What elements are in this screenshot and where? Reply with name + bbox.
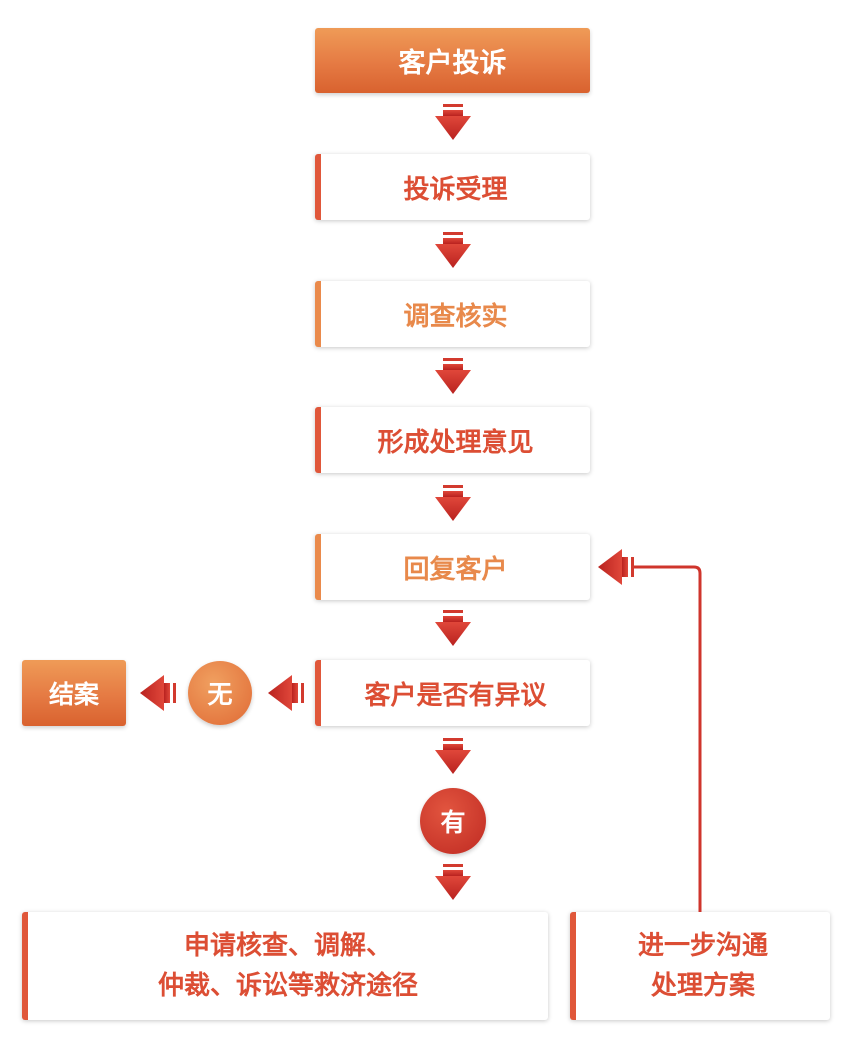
no-circle: 无 (188, 661, 252, 725)
feedback-arrow-icon (598, 549, 634, 585)
down-arrow-1-icon (435, 104, 471, 140)
accept-label: 投诉受理 (403, 174, 508, 205)
reply-box: 回复客户 (315, 534, 590, 600)
opinion-label: 形成处理意见 (377, 427, 534, 458)
yes-circle: 有 (420, 788, 486, 854)
close-label: 结案 (48, 680, 99, 709)
down-arrow-4-icon (435, 485, 471, 521)
investigate-box: 调查核实 (315, 281, 590, 347)
remedy-line1: 申请核查、调解、 (183, 931, 392, 961)
objection-label: 客户是否有异议 (364, 680, 547, 711)
down-arrow-2-icon (435, 232, 471, 268)
further-line1: 进一步沟通 (637, 931, 768, 961)
yes-label: 有 (440, 808, 466, 837)
investigate-label: 调查核实 (403, 301, 508, 332)
further-box: 进一步沟通 处理方案 (570, 912, 830, 1020)
down-arrow-6-icon (435, 738, 471, 774)
complaint-label: 客户投诉 (398, 48, 507, 79)
feedback-line (634, 565, 702, 912)
complaint-box: 客户投诉 (315, 28, 590, 93)
left-arrow-2-icon (140, 675, 176, 711)
remedy-box: 申请核查、调解、 仲裁、诉讼等救济途径 (22, 912, 548, 1020)
reply-label: 回复客户 (403, 554, 508, 585)
down-arrow-5-icon (435, 610, 471, 646)
no-label: 无 (207, 680, 233, 709)
down-arrow-7-icon (435, 864, 471, 900)
left-arrow-1-icon (268, 675, 304, 711)
close-box: 结案 (22, 660, 126, 726)
objection-box: 客户是否有异议 (315, 660, 590, 726)
opinion-box: 形成处理意见 (315, 407, 590, 473)
further-line2: 处理方案 (650, 971, 755, 1001)
accept-box: 投诉受理 (315, 154, 590, 220)
down-arrow-3-icon (435, 358, 471, 394)
remedy-line2: 仲裁、诉讼等救济途径 (157, 971, 418, 1001)
